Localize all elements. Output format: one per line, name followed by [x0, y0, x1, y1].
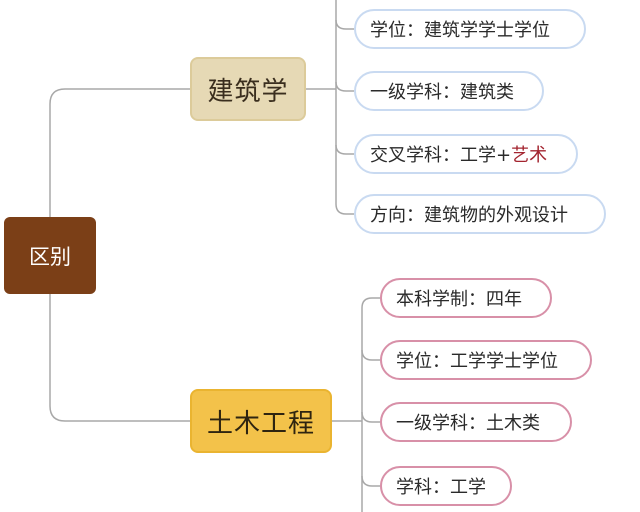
civil-engineering-node[interactable]: 土木工程 [190, 389, 332, 453]
civil-engineering-label: 土木工程 [206, 408, 315, 439]
leaf-text: 本科学制：四年 [396, 289, 522, 310]
leaf-text: 一级学科：建筑类 [370, 82, 514, 103]
connector-civil-leaf-2 [361, 349, 380, 361]
connector-architecture-leaf-3 [335, 144, 354, 155]
architecture-node[interactable]: 建筑学 [190, 57, 306, 121]
connector-root-architecture [49, 88, 190, 217]
leaf-text: 一级学科：土木类 [396, 413, 540, 434]
architecture-label: 建筑学 [207, 76, 289, 107]
connector-civil-leaf-3 [361, 411, 380, 423]
civil-leaf-discipline[interactable]: 一级学科：土木类 [380, 402, 572, 442]
connector-architecture-spine [335, 0, 347, 215]
leaf-accent-text: 艺术 [511, 145, 548, 166]
connector-architecture-leaf-2 [335, 81, 354, 92]
civil-leaf-subject[interactable]: 学科：工学 [380, 466, 512, 506]
connector-architecture-leaf-1 [335, 19, 354, 30]
civil-leaf-degree[interactable]: 学位：工学学士学位 [380, 340, 592, 380]
architecture-leaf-direction[interactable]: 方向：建筑物的外观设计 [354, 194, 606, 234]
architecture-leaf-discipline[interactable]: 一级学科：建筑类 [354, 71, 544, 111]
root-label: 区别 [29, 244, 71, 269]
root-node[interactable]: 区别 [4, 217, 96, 294]
architecture-leaf-degree[interactable]: 学位：建筑学学士学位 [354, 9, 586, 49]
connector-civil-spine [361, 297, 380, 512]
connector-civil-leaf-4 [361, 475, 380, 487]
leaf-text: 方向：建筑物的外观设计 [370, 205, 568, 226]
civil-leaf-duration[interactable]: 本科学制：四年 [380, 278, 552, 318]
leaf-text: 交叉学科：工学+ [370, 145, 512, 166]
leaf-text: 学位：建筑学学士学位 [370, 20, 550, 41]
architecture-leaf-interdisciplinary[interactable]: 交叉学科：工学+艺术 [354, 134, 578, 174]
leaf-text: 学科：工学 [396, 477, 486, 498]
leaf-text: 学位：工学学士学位 [396, 351, 558, 372]
connector-root-civil [49, 294, 190, 422]
